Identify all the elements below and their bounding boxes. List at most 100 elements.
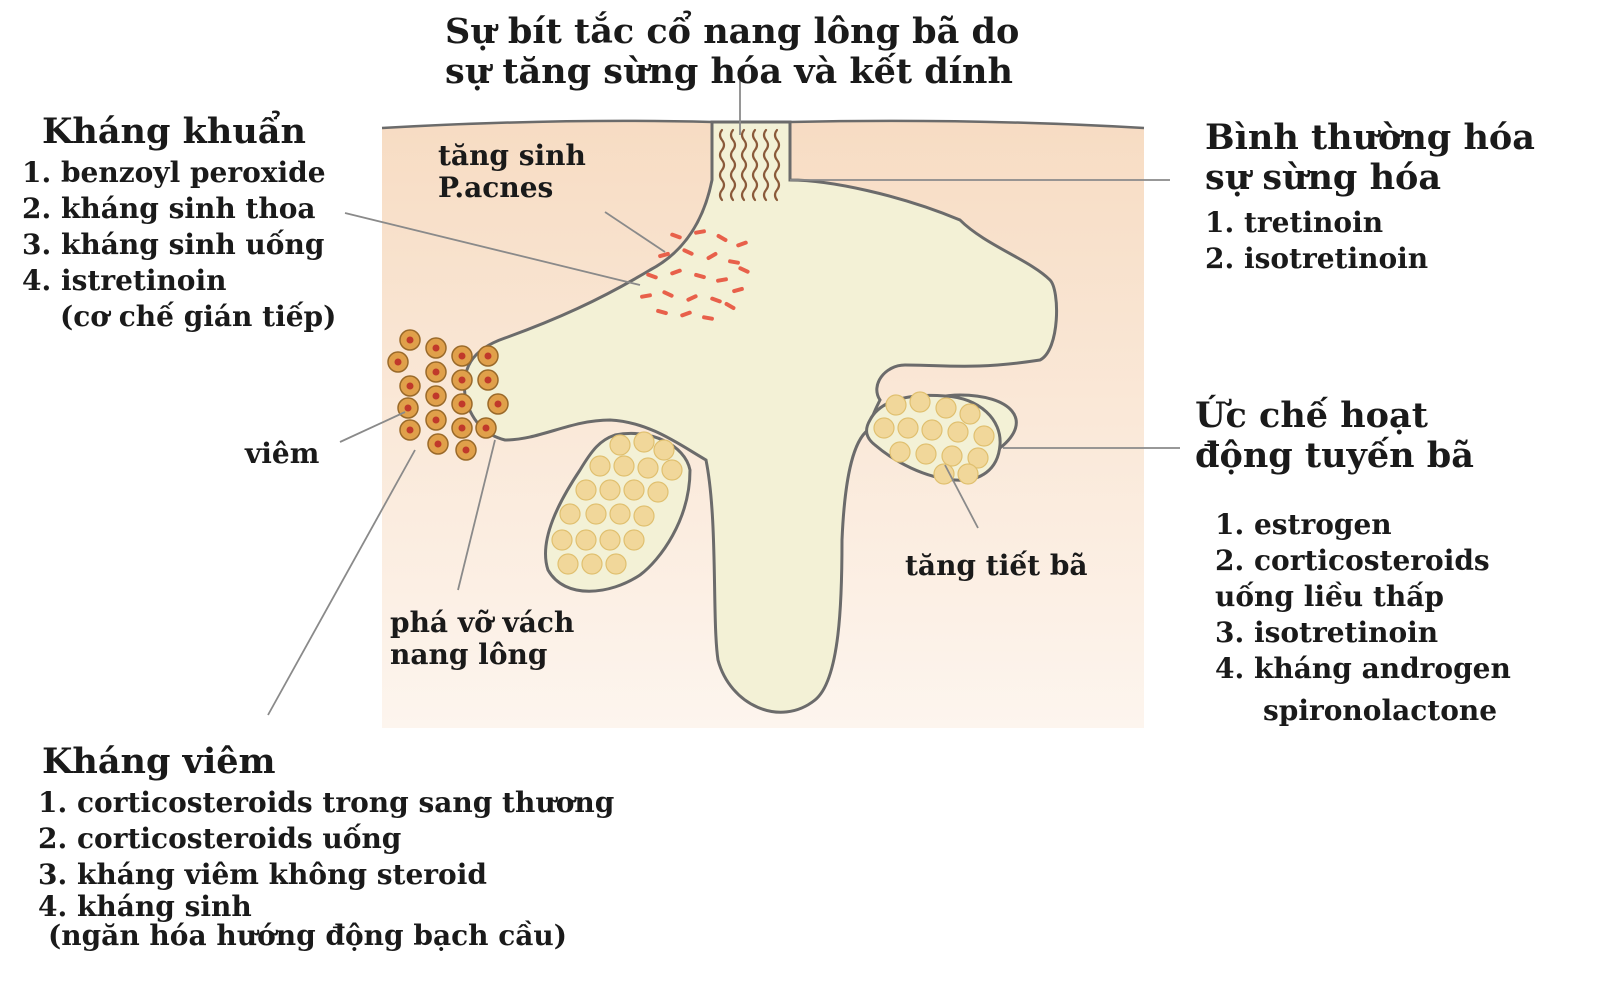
sebum-cell [605, 553, 627, 575]
inflammatory-cell [399, 329, 421, 351]
inflammatory-cell-nucleus [406, 426, 414, 434]
sebum-inhibit-item: 1. estrogen [1215, 508, 1392, 541]
keratin-strand [751, 128, 759, 202]
rupture-label-line1: phá vỡ vách [390, 606, 575, 639]
bacterium [670, 268, 682, 276]
inflammatory-cell [397, 397, 419, 419]
inflammatory-cell [387, 351, 409, 373]
sebum-cell [637, 457, 659, 479]
bacterium [710, 296, 722, 304]
sebum-inhibit-heading: Ức chế hoạt động tuyến bã [1195, 395, 1474, 477]
bacterium [716, 234, 728, 242]
pacnes-label-line1: tăng sinh [438, 139, 586, 172]
bacterium [738, 266, 750, 274]
pacnes-label: tăng sinh P.acnes [438, 139, 586, 204]
inflammatory-cell-nucleus [458, 352, 466, 360]
keratin-strand [729, 128, 737, 202]
inflammatory-cell [451, 369, 473, 391]
occlusion-caption-line1: Sự bít tắc cổ nang lông bã do [445, 11, 1020, 52]
bacterium [646, 272, 658, 280]
leader-antiinflammatory [267, 449, 416, 716]
inflammatory-cell [477, 345, 499, 367]
sebum-cell [609, 503, 631, 525]
inflammatory-cell-nucleus [406, 382, 414, 390]
inflammatory-cell-nucleus [406, 336, 414, 344]
sebum-cell [623, 529, 645, 551]
sebum-inhibit-item: 2. corticosteroids [1215, 544, 1490, 577]
inflammatory-cell [475, 417, 497, 439]
inflammatory-cell-nucleus [434, 440, 442, 448]
inflammatory-cell [451, 417, 473, 439]
inflammatory-cell-nucleus [404, 404, 412, 412]
inflammatory-cell [451, 345, 473, 367]
keratin-strand [740, 128, 748, 202]
sebum-cell [585, 503, 607, 525]
bacterium [694, 229, 706, 235]
sebum-cells [551, 391, 995, 575]
skin-surface-line [381, 119, 1145, 130]
inflammatory-cell-nucleus [458, 376, 466, 384]
keratin-heading-line1: Bình thường hóa [1205, 117, 1535, 158]
inflammatory-cell-nucleus [484, 352, 492, 360]
sebum-inhibit-item: spironolactone [1263, 694, 1498, 727]
antibacterial-list: 1. benzoyl peroxide 2. kháng sinh thoa 3… [22, 155, 336, 335]
sebum-cell [575, 529, 597, 551]
sebum-cell [613, 455, 635, 477]
bacterium [662, 290, 674, 298]
keratin-item: 2. isotretinoin [1205, 242, 1429, 275]
keratin-plug [718, 128, 781, 202]
sebum-cell [589, 455, 611, 477]
sebum-cell [947, 421, 969, 443]
inflammatory-cell [427, 433, 449, 455]
rupture-label: phá vỡ vách nang lông [390, 606, 575, 671]
keratin-strand [773, 128, 781, 202]
sebum-cell [599, 479, 621, 501]
sebum-cell [609, 434, 631, 456]
inflammatory-cell-nucleus [394, 358, 402, 366]
sebum-cell [873, 417, 895, 439]
bacterium [656, 308, 668, 316]
sebum-cell [581, 553, 603, 575]
antibacterial-heading: Kháng khuẩn [42, 111, 306, 152]
antiinflammatory-item: 1. corticosteroids trong sang thương [38, 786, 615, 819]
leader-lines [267, 80, 1180, 716]
sebum-cell [885, 394, 907, 416]
bacterium [732, 286, 744, 294]
inflammatory-cells [387, 329, 509, 461]
sebum-cell [889, 441, 911, 463]
antibacterial-item: (cơ chế gián tiếp) [60, 300, 337, 333]
sebum-cell [897, 417, 919, 439]
antiinflammatory-list: 1. corticosteroids trong sang thương 2. … [38, 785, 614, 951]
sebum-cell [933, 463, 955, 485]
inflammatory-cell [425, 337, 447, 359]
antibacterial-item: 2. kháng sinh thoa [22, 192, 316, 225]
bacterium [716, 277, 728, 283]
inflammatory-cell [477, 369, 499, 391]
inflammatory-cell-nucleus [432, 344, 440, 352]
sebum-cell [909, 391, 931, 413]
sebum-cell [967, 447, 989, 469]
sebum-cell [559, 503, 581, 525]
keratin-strand [718, 128, 726, 202]
sebum-increase-label: tăng tiết bã [905, 549, 1088, 582]
antibacterial-item: 1. benzoyl peroxide [22, 156, 326, 189]
occlusion-caption: Sự bít tắc cổ nang lông bã do sự tăng sừ… [445, 11, 1020, 93]
antiinflammatory-item: (ngăn hóa hướng động bạch cầu) [48, 919, 568, 952]
p-acnes-bacteria [640, 229, 750, 321]
occlusion-caption-line2: sự tăng sừng hóa và kết dính [445, 51, 1013, 93]
inflammatory-cell [399, 375, 421, 397]
sebum-cell [575, 479, 597, 501]
sebum-cell [935, 397, 957, 419]
inflammatory-cell [451, 393, 473, 415]
antiinflammatory-item: 2. corticosteroids uống [38, 822, 402, 855]
keratin-strand [762, 128, 770, 202]
bacterium [736, 240, 748, 248]
inflammatory-cell-nucleus [458, 400, 466, 408]
inflammation-label: viêm [245, 437, 320, 470]
antiinflammatory-heading: Kháng viêm [42, 741, 276, 782]
keratin-list: 1. tretinoin 2. isotretinoin [1205, 205, 1428, 277]
sebum-cell [941, 445, 963, 467]
inflammatory-cell-nucleus [484, 376, 492, 384]
sebum-inhibit-heading-line1: Ức chế hoạt [1195, 395, 1428, 436]
sebum-cell [633, 505, 655, 527]
